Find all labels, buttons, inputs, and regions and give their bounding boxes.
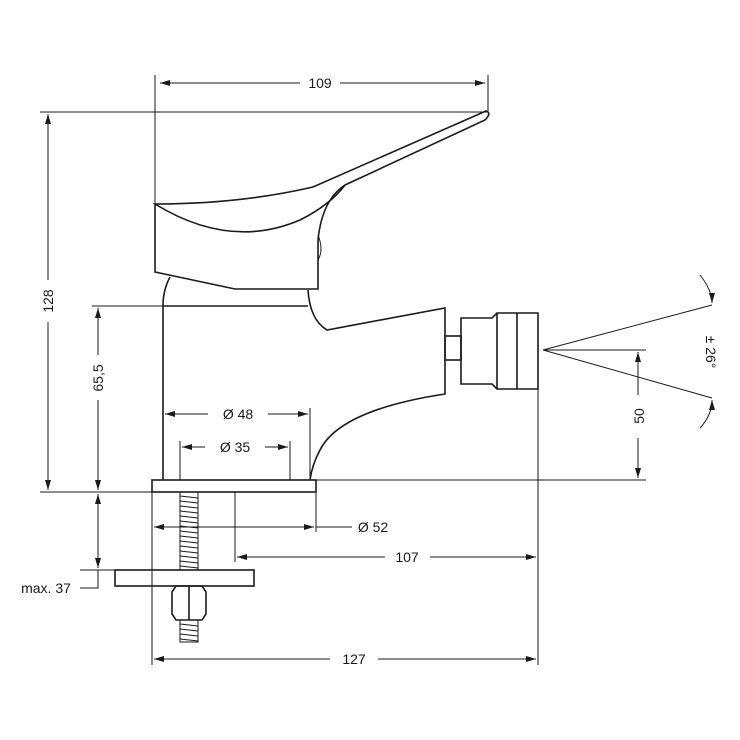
faucet-outline <box>114 110 539 643</box>
nozzle <box>460 312 539 390</box>
dimension-lines <box>40 75 715 665</box>
dim-angle: ± 26° <box>703 336 719 369</box>
nut <box>171 585 207 621</box>
handle <box>152 110 490 290</box>
dimension-labels: 109 128 65,5 Ø 48 Ø 35 Ø 52 107 127 50 ±… <box>21 75 719 667</box>
dim-dia-35: Ø 35 <box>220 439 251 455</box>
connector <box>444 335 462 361</box>
dim-109: 109 <box>308 75 332 91</box>
dim-max-37: max. 37 <box>21 580 71 596</box>
base-plate <box>151 479 317 493</box>
dim-dia-52: Ø 52 <box>358 519 389 535</box>
dim-65-5: 65,5 <box>90 364 106 391</box>
dim-128: 128 <box>40 289 56 313</box>
body <box>162 276 446 481</box>
washer <box>114 569 255 587</box>
dim-50: 50 <box>631 408 647 424</box>
dim-107: 107 <box>395 549 419 565</box>
dim-dia-48: Ø 48 <box>223 406 254 422</box>
dim-127: 127 <box>342 651 366 667</box>
